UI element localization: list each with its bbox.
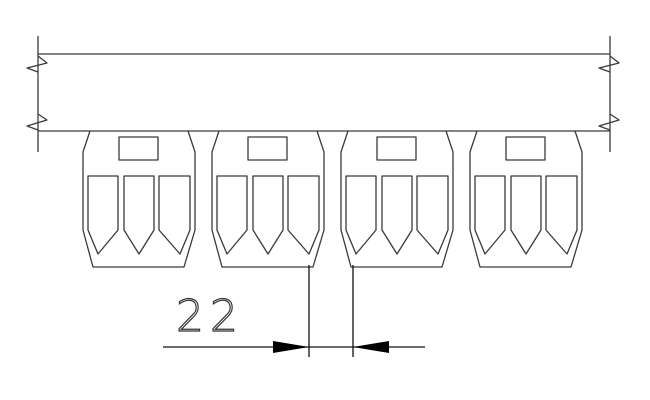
break-zigzag xyxy=(598,55,620,73)
arrowhead-right xyxy=(273,341,309,353)
dimension-label: 22 xyxy=(176,291,244,342)
break-zigzag xyxy=(26,113,48,131)
din-rail xyxy=(26,36,620,152)
arrowhead-left xyxy=(353,341,389,353)
dimension-annotation: 22 xyxy=(163,265,425,357)
terminal-block-3 xyxy=(340,130,454,268)
break-zigzag xyxy=(598,113,620,131)
break-zigzag xyxy=(26,55,48,73)
terminal-block-4 xyxy=(469,130,583,268)
terminal-block-1 xyxy=(82,130,196,268)
terminal-block-2 xyxy=(211,130,325,268)
